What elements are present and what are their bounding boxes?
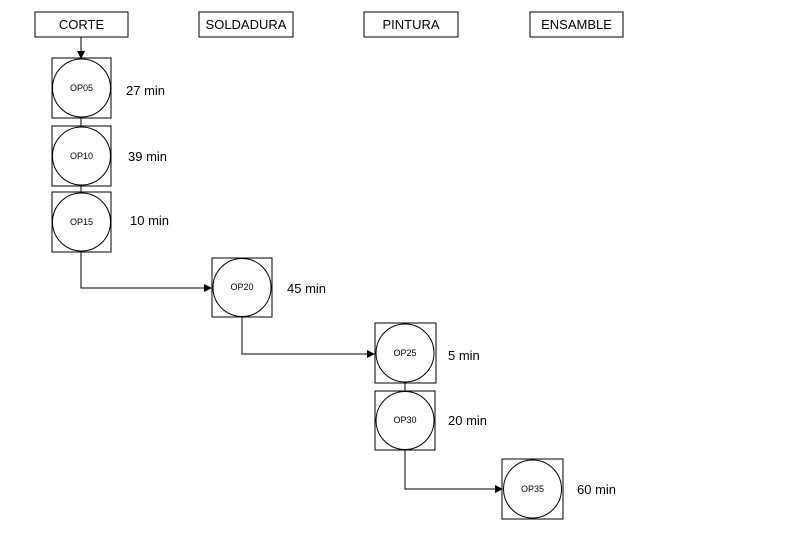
operation-op20: OP20 45 min	[211, 257, 326, 318]
header-soldadura: SOLDADURA	[198, 11, 294, 38]
header-ensamble-label: ENSAMBLE	[541, 17, 612, 32]
operation-op20-label: OP20	[230, 282, 253, 292]
operation-op30-time: 20 min	[448, 413, 487, 428]
operation-op30: OP30 20 min	[374, 390, 487, 451]
operation-op10: OP10 39 min	[51, 125, 167, 187]
operation-op10-time: 39 min	[128, 149, 167, 164]
connector-op15-op20	[80, 252, 212, 292]
operation-op05-label: OP05	[70, 83, 93, 93]
header-pintura: PINTURA	[363, 11, 459, 38]
operation-op25-label: OP25	[393, 348, 416, 358]
operation-op05: OP05 27 min	[51, 57, 165, 119]
operation-op35-time: 60 min	[577, 482, 616, 497]
header-soldadura-label: SOLDADURA	[206, 17, 287, 32]
header-corte: CORTE	[34, 11, 129, 38]
operation-op35: OP35 60 min	[501, 458, 616, 520]
header-pintura-label: PINTURA	[382, 17, 439, 32]
operation-op15-time: 10 min	[130, 213, 169, 228]
operation-op10-label: OP10	[70, 151, 93, 161]
operation-op05-time: 27 min	[126, 83, 165, 98]
connector-op20-op25	[241, 317, 375, 358]
operation-op25: OP25 5 min	[374, 322, 480, 384]
operation-op20-time: 45 min	[287, 281, 326, 296]
operation-op15-label: OP15	[70, 217, 93, 227]
operation-op35-label: OP35	[521, 484, 544, 494]
operation-op30-label: OP30	[393, 415, 416, 425]
operation-op25-time: 5 min	[448, 348, 480, 363]
header-ensamble: ENSAMBLE	[529, 11, 624, 38]
header-corte-label: CORTE	[59, 17, 105, 32]
operation-op15: OP15 10 min	[51, 191, 169, 253]
connector-op30-op35	[404, 450, 503, 493]
